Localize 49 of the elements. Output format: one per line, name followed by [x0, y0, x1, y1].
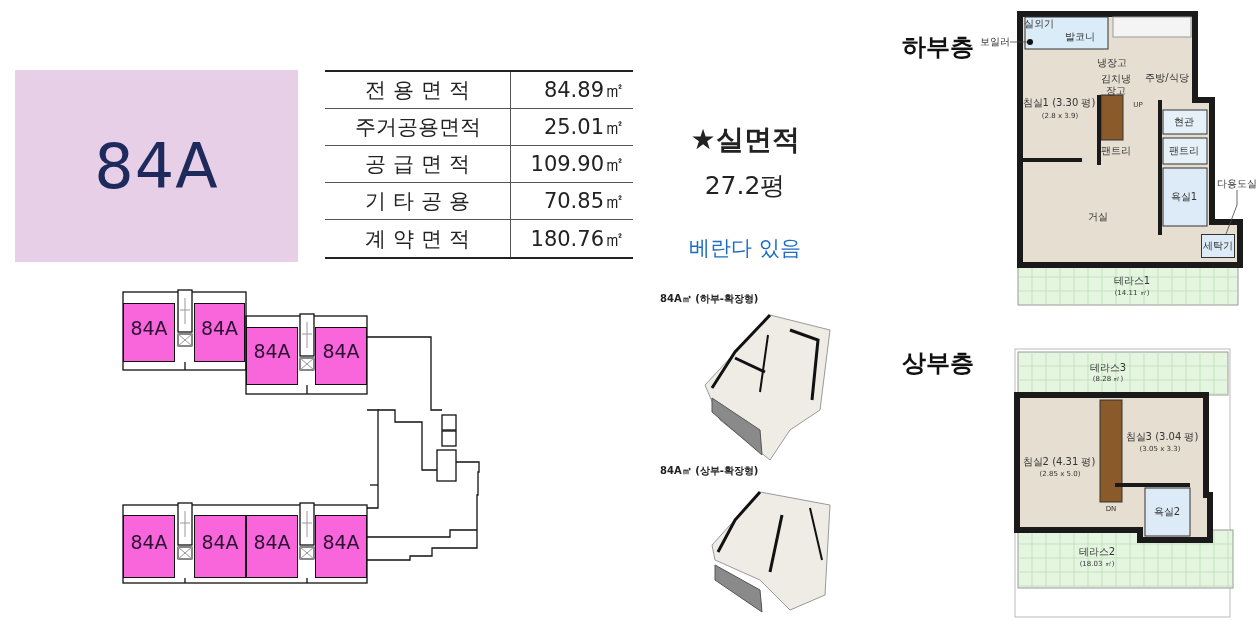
leader-line — [1225, 189, 1238, 235]
unit-block: 84A — [315, 327, 367, 385]
room-label: 주방/식당 — [1145, 72, 1189, 84]
room-label: 거실 — [1088, 211, 1108, 223]
room-label: 보일러 — [980, 36, 1010, 48]
unit-block: 84A — [246, 515, 298, 578]
area-label: 기 타 공 용 — [325, 183, 510, 220]
area-value: 25.01㎡ — [510, 109, 633, 146]
render-caption: 84A㎡ (하부-확장형) — [660, 293, 759, 305]
area-label: 계 약 면 적 — [364, 225, 471, 253]
room-label: 침실1 (3.30 평) — [1022, 97, 1096, 109]
area-label: 전 용 면 적 — [325, 72, 510, 109]
floor-heading: 하부층 — [902, 34, 974, 62]
room-label: 테라스2 — [1078, 546, 1116, 558]
render-caption: 84A㎡ (상부-확장형) — [660, 465, 759, 477]
room-label: 침실3 (3.04 평) — [1125, 431, 1199, 443]
leader-line — [1009, 41, 1028, 43]
room-label: 실외기 — [1024, 18, 1054, 30]
room-label: 욕실1 — [1170, 191, 1198, 203]
room-label: 팬트리 — [1169, 145, 1199, 157]
room-label: 욕실2 — [1153, 506, 1181, 518]
washing-machine-spot: 세탁기 — [1201, 234, 1235, 258]
unit-block: 84A — [194, 303, 245, 362]
unit-type-badge: 84A — [15, 70, 298, 262]
unit-block: 84A — [123, 515, 175, 578]
area-value: 84.89㎡ — [510, 72, 633, 109]
room-label: 냉장고 — [1097, 57, 1127, 69]
area-label: 주거공용면적 — [325, 109, 510, 146]
area-value: 109.90㎡ — [510, 146, 633, 183]
room-label: 침실2 (4.31 평) — [1022, 456, 1096, 468]
area-label: 공 급 면 적 — [325, 146, 510, 183]
unit-block: 84A — [194, 515, 246, 578]
floor-heading: 상부층 — [902, 350, 974, 378]
unit-block: 84A — [123, 303, 175, 362]
room-label: 현관 — [1174, 116, 1194, 128]
area-value: 180.76㎡ — [510, 220, 633, 257]
area-value: 70.85㎡ — [510, 183, 633, 220]
room-label: 다용도실 — [1217, 178, 1257, 190]
room-label: 테라스3 — [1089, 362, 1127, 374]
boiler-dot — [1027, 39, 1033, 45]
area-heading: ★실면적 — [690, 123, 800, 157]
room-label: 발코니 — [1065, 31, 1095, 43]
room-label: 김치냉장고 — [1101, 72, 1131, 96]
note-text: 베란다 있음 — [689, 235, 801, 261]
room-label: 팬트리 — [1101, 145, 1131, 157]
room-label: 테라스1 — [1113, 275, 1151, 287]
unit-block: 84A — [246, 327, 298, 385]
area-value: 27.2평 — [704, 171, 786, 201]
unit-block: 84A — [315, 515, 367, 578]
